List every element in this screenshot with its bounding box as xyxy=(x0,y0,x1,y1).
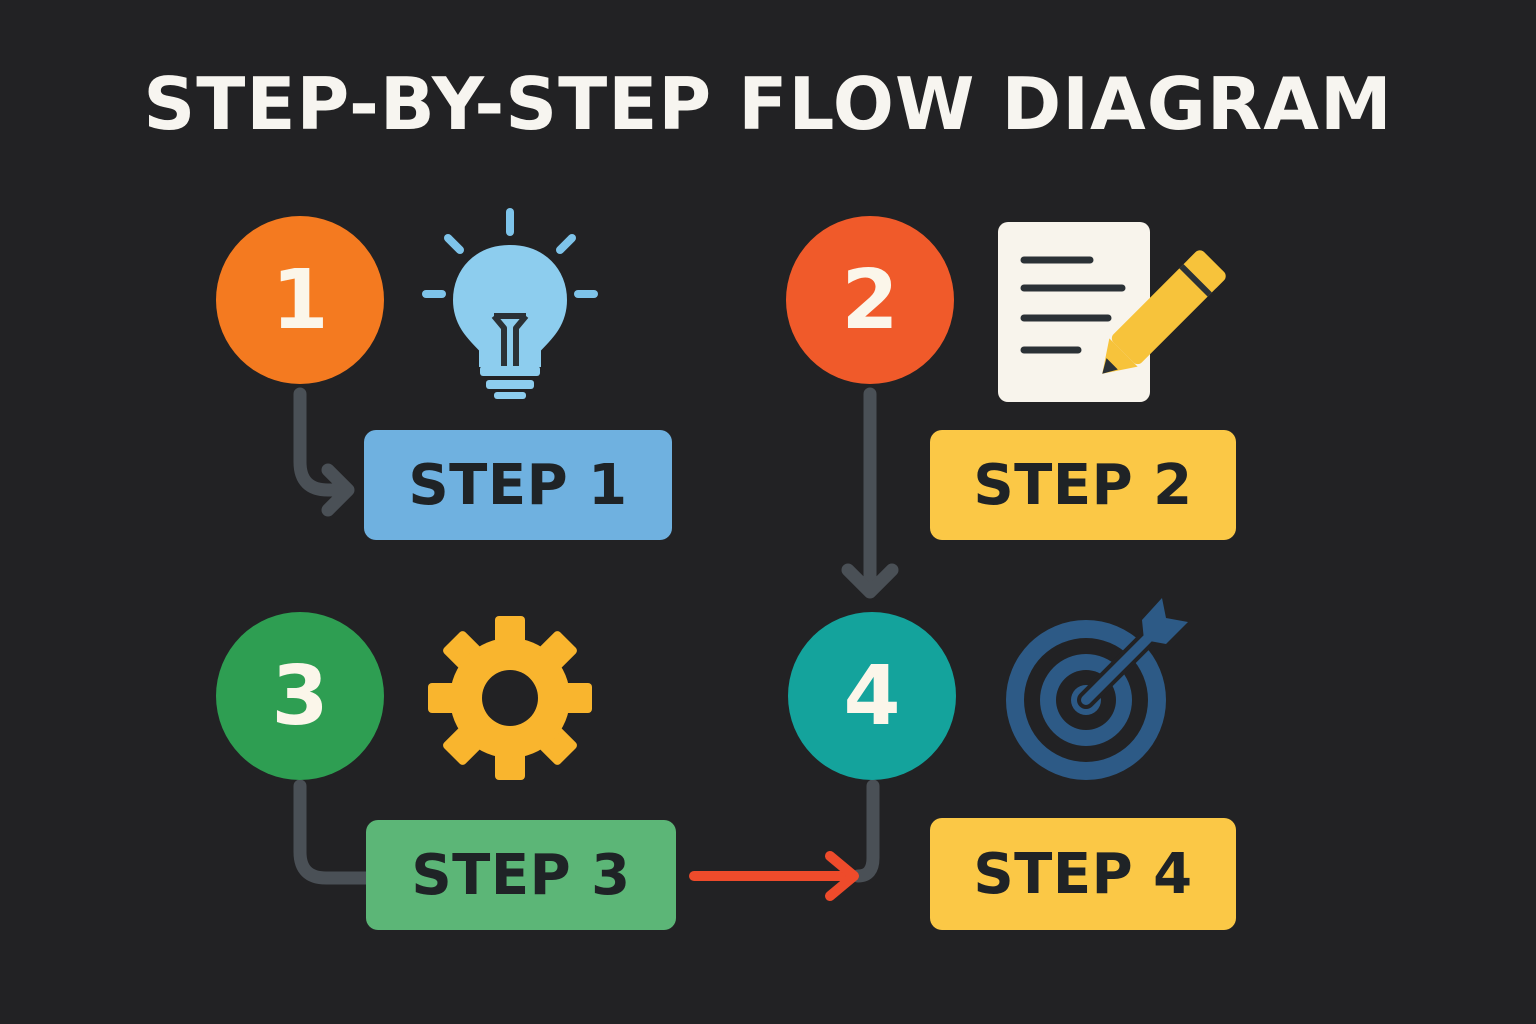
step-4-label: STEP 4 xyxy=(973,841,1193,907)
step-4-label-box: STEP 4 xyxy=(930,818,1236,930)
arrowhead-1 xyxy=(321,463,355,517)
page-title: STEP-BY-STEP FLOW DIAGRAM xyxy=(143,62,1393,146)
red-arrowhead xyxy=(825,851,859,901)
step-2-number: 2 xyxy=(841,252,899,348)
step-1-circle: 1 xyxy=(216,216,384,384)
step-1-label-box: STEP 1 xyxy=(364,430,672,540)
step-2-label-box: STEP 2 xyxy=(930,430,1236,540)
target-arrow-icon xyxy=(1006,598,1188,780)
document-pencil-icon xyxy=(998,222,1226,402)
step-1-label: STEP 1 xyxy=(408,452,628,518)
arrowhead-2 xyxy=(841,563,899,599)
step-3-number: 3 xyxy=(271,648,329,744)
step-2-label: STEP 2 xyxy=(973,452,1193,518)
step-3-label-box: STEP 3 xyxy=(366,820,676,930)
gear-icon xyxy=(428,616,592,780)
connector-4-down xyxy=(851,779,880,883)
step-4-number: 4 xyxy=(843,648,901,744)
connector-3-to-label xyxy=(293,779,375,885)
step-3-label: STEP 3 xyxy=(411,842,631,908)
step-1-number: 1 xyxy=(271,252,329,348)
step-4-circle: 4 xyxy=(788,612,956,780)
lightbulb-icon xyxy=(422,208,598,399)
step-2-circle: 2 xyxy=(786,216,954,384)
step-3-circle: 3 xyxy=(216,612,384,780)
connector-1-to-label xyxy=(293,387,347,497)
